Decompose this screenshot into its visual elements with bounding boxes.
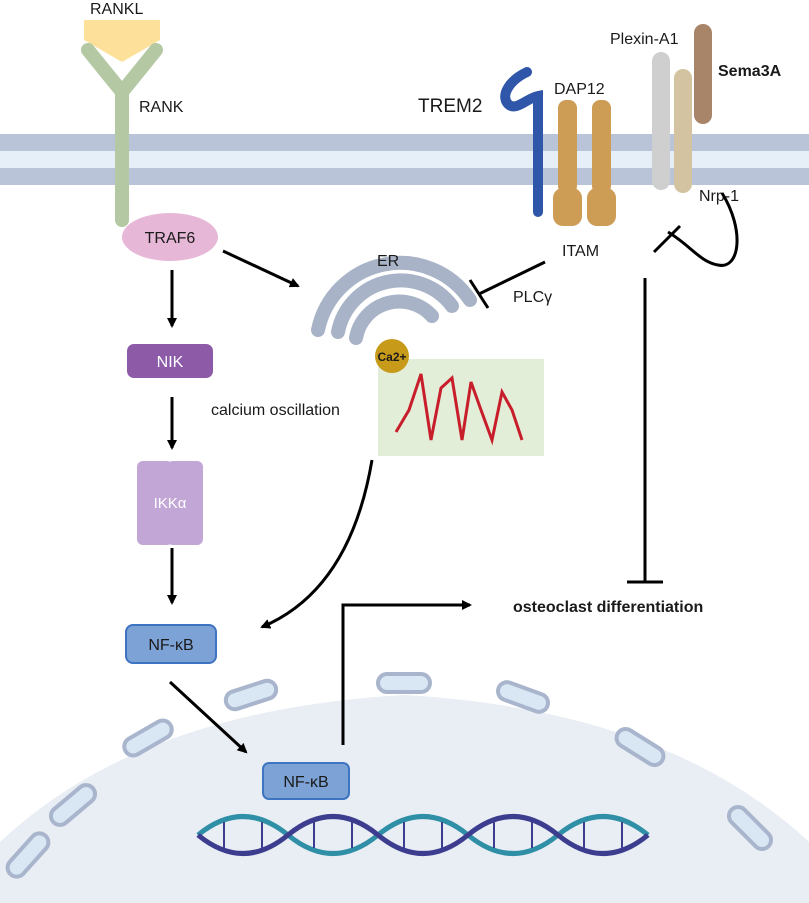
traf6-node bbox=[122, 213, 218, 261]
er-label: ER bbox=[377, 253, 399, 270]
ikka-subunit-left bbox=[137, 461, 173, 545]
nucleus bbox=[0, 695, 809, 903]
dap12-chain-right bbox=[592, 100, 611, 194]
plcg-label: PLCγ bbox=[513, 289, 552, 306]
trem2-label: TREM2 bbox=[418, 96, 482, 117]
calcium-oscillation-trace bbox=[394, 373, 524, 446]
ikka-label: IKKα bbox=[154, 495, 187, 512]
calcium-ion-label: Ca2+ bbox=[377, 350, 406, 364]
nfkb-nucleus-label: NF-κB bbox=[283, 774, 328, 791]
nrp1-coreceptor bbox=[674, 69, 692, 193]
calcium-oscillation-panel bbox=[378, 359, 544, 456]
nfkb-nucleus-node bbox=[262, 762, 350, 800]
nik-node bbox=[127, 344, 213, 378]
dna-base-pairs bbox=[223, 822, 623, 848]
er-organelle bbox=[311, 255, 477, 345]
calcium-oscillation-label: calcium oscillation bbox=[211, 402, 340, 419]
itam-motif-left bbox=[553, 188, 582, 226]
arrow-calcium-nfkb bbox=[260, 459, 374, 629]
traf6-label: TRAF6 bbox=[145, 230, 196, 247]
itam-label: ITAM bbox=[562, 243, 599, 260]
plexin-a1-receptor bbox=[652, 52, 670, 190]
arrow-nfkb-translocation bbox=[168, 680, 248, 754]
inhibition-plcg-er bbox=[478, 260, 546, 296]
rank-label: RANK bbox=[139, 99, 184, 116]
dap12-chain-left bbox=[558, 100, 577, 194]
trem2-receptor bbox=[500, 67, 543, 217]
nuclear-envelope bbox=[5, 672, 774, 879]
nfkb-cytoplasm-label: NF-κB bbox=[148, 637, 193, 654]
sema3a-label: Sema3A bbox=[718, 63, 782, 80]
inhibition-plcg-er-bar bbox=[468, 279, 490, 309]
nik-label: NIK bbox=[157, 354, 184, 371]
nrp1-label: Nrp-1 bbox=[699, 188, 739, 205]
dna-strand-b bbox=[196, 814, 650, 856]
inhibition-nrp1-loop-bar bbox=[652, 224, 682, 254]
rankl-label: RANKL bbox=[90, 1, 143, 18]
ikka-subunit-right bbox=[167, 461, 203, 545]
dap12-label: DAP12 bbox=[554, 81, 605, 98]
osteoclast-differentiation-label: osteoclast differentiation bbox=[513, 599, 703, 616]
dna-strand-a bbox=[196, 814, 650, 856]
arrow-transcription bbox=[341, 600, 472, 745]
plexin-label: Plexin-A1 bbox=[610, 31, 679, 48]
itam-motif-right bbox=[587, 188, 616, 226]
nfkb-cytoplasm-node bbox=[125, 624, 217, 664]
rank-receptor bbox=[81, 43, 163, 227]
arrow-traf6-er bbox=[222, 249, 300, 288]
calcium-ion bbox=[375, 339, 409, 373]
sema3a-ligand bbox=[694, 24, 712, 124]
rankl-ligand bbox=[84, 20, 160, 62]
inhibition-nrp1-loop bbox=[667, 192, 739, 267]
